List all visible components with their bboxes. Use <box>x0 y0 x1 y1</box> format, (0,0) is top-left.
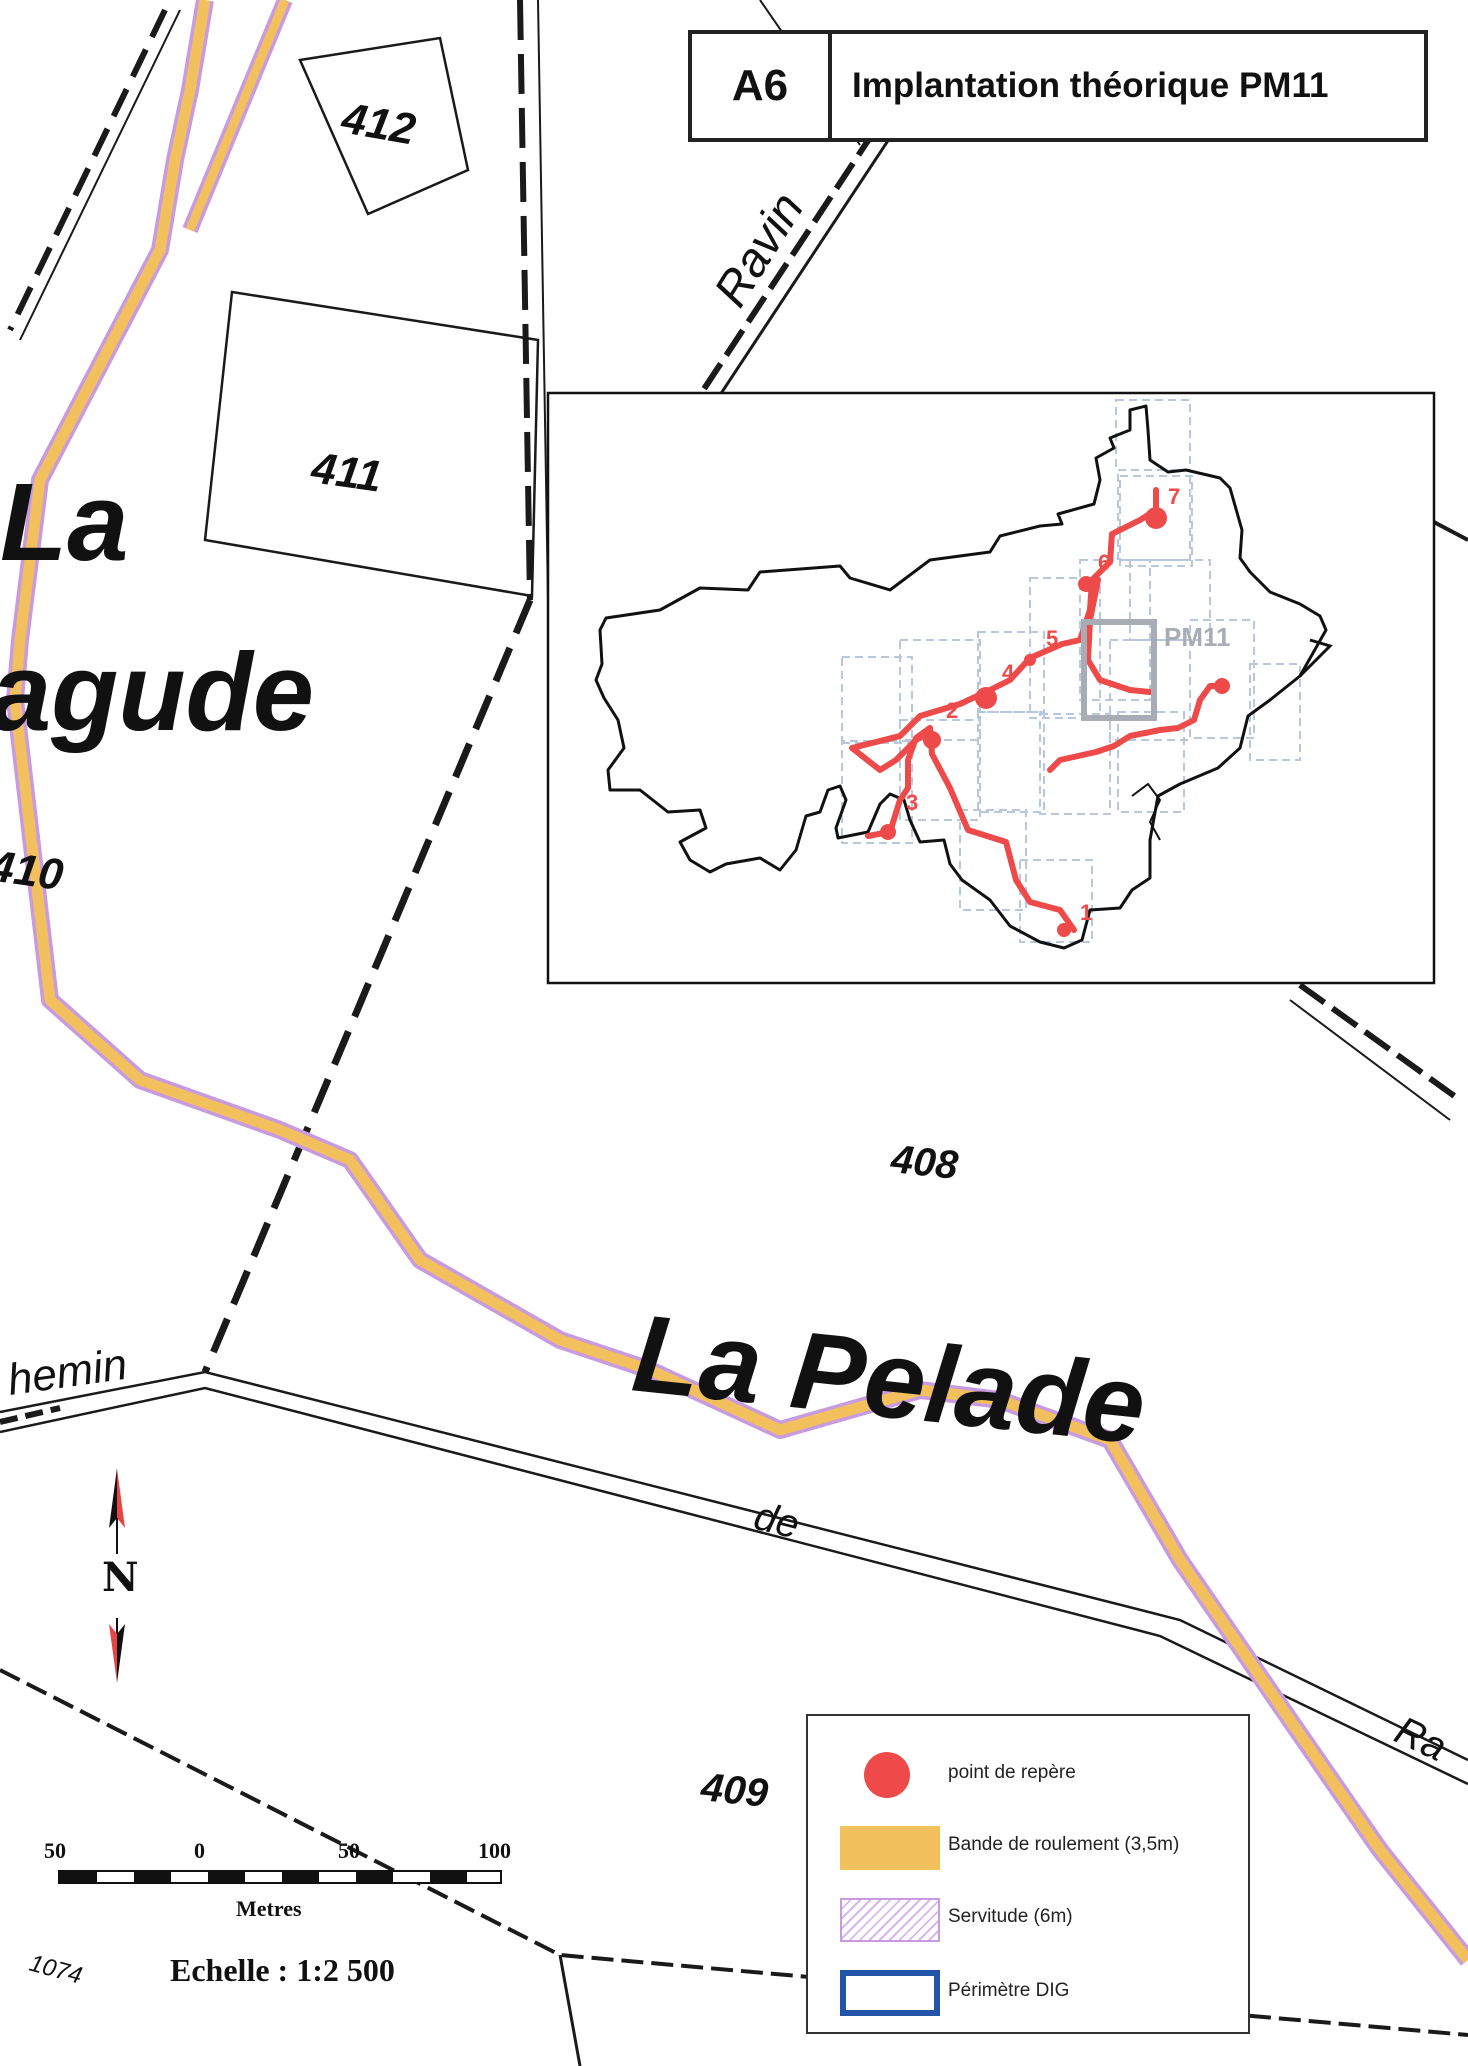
inset-point-marker <box>1214 678 1230 694</box>
north-arrow-icon <box>109 1468 125 1683</box>
map-code: A6 <box>692 34 832 138</box>
legend-label: point de repère <box>948 1762 1076 1783</box>
scale-graduation <box>58 1870 502 1884</box>
blue-frame-icon <box>840 1970 940 2016</box>
hatched-purple-icon <box>840 1898 940 1942</box>
road-label-de: de <box>750 1494 804 1547</box>
parcel-number-411: 411 <box>308 443 385 501</box>
scale-tick-label: 100 <box>478 1838 511 1863</box>
scale-tick-label: 50 <box>44 1838 66 1863</box>
legend-label: Périmètre DIG <box>948 1980 1070 2001</box>
inset-point-label: 1 <box>1080 900 1092 925</box>
place-name-lagude-2: agude <box>0 631 314 754</box>
inset-point-marker <box>1057 923 1071 937</box>
inset-territory-outline <box>594 404 1328 950</box>
north-letter: N <box>102 1554 139 1601</box>
legend-item: Bande de roulement (3,5m) <box>808 1816 1248 1876</box>
map-title-box: A6 Implantation théorique PM11 <box>688 30 1428 142</box>
inset-pm11-highlight <box>1081 619 1157 721</box>
inset-point-labels: 1 2 3 4 5 6 7 <box>906 484 1180 925</box>
red-dot-icon <box>864 1752 910 1798</box>
inset-overview-map: PM11 1 2 3 4 5 6 7 <box>546 391 1436 985</box>
inset-point-label: 7 <box>1168 484 1180 509</box>
inset-point-label: 5 <box>1046 626 1058 651</box>
parcel-number-408: 408 <box>888 1137 961 1188</box>
inset-point-marker <box>1024 654 1036 666</box>
inset-reference-points <box>880 507 1230 937</box>
north-arrow: N <box>94 1458 140 1688</box>
scale-tick-label: 50 <box>338 1838 360 1863</box>
legend-label: Servitude (6m) <box>948 1906 1073 1927</box>
inset-point-label: 3 <box>906 790 918 815</box>
parcel-number-410: 410 <box>0 841 67 900</box>
scale-tick-label: 0 <box>194 1838 205 1863</box>
inset-point-marker <box>1145 507 1167 529</box>
scale-ratio: Echelle : 1:2 500 <box>170 1952 395 1988</box>
inset-point-marker <box>975 687 997 709</box>
map-title: Implantation théorique PM11 <box>852 66 1329 105</box>
inset-grid <box>841 399 1301 943</box>
place-name-lagude-1: La <box>0 461 128 584</box>
map-legend: point de repère Bande de roulement (3,5m… <box>806 1714 1250 2034</box>
parcel-number-409: 409 <box>698 1765 771 1816</box>
scale-bar: 50 0 50 100 Metres <box>40 1830 520 1960</box>
scale-unit: Metres <box>236 1896 302 1921</box>
inset-point-marker <box>923 731 941 749</box>
inset-point-marker <box>1078 576 1094 592</box>
inset-pm11-label: PM11 <box>1164 622 1231 652</box>
legend-label: Bande de roulement (3,5m) <box>948 1834 1180 1855</box>
legend-item: Périmètre DIG <box>808 1962 1248 2022</box>
yellow-band-icon <box>840 1826 940 1870</box>
legend-item: point de repère <box>808 1744 1248 1804</box>
inset-point-label: 2 <box>946 698 958 723</box>
inset-point-label: 6 <box>1098 550 1110 575</box>
bande-de-roulement <box>6 0 1468 1966</box>
legend-item: Servitude (6m) <box>808 1888 1248 1948</box>
inset-point-marker <box>880 824 896 840</box>
inset-point-label: 4 <box>1002 660 1015 685</box>
